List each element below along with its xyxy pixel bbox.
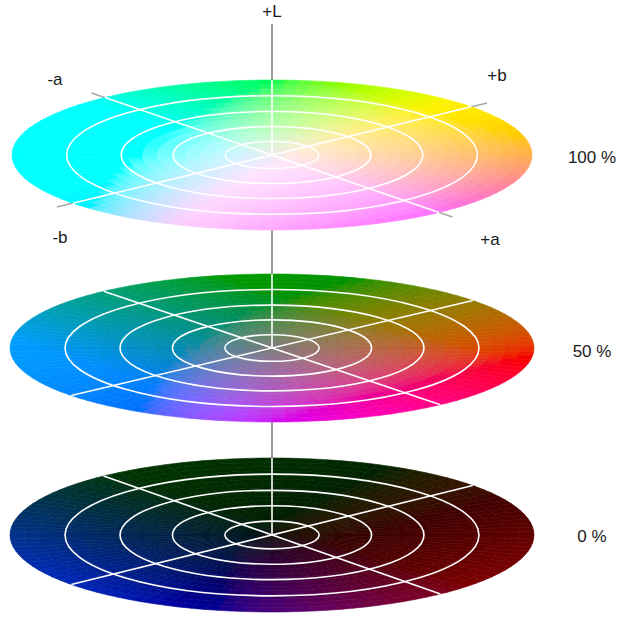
color-cell	[282, 590, 293, 595]
color-cell	[266, 501, 272, 505]
color-cell	[272, 565, 278, 569]
color-cell	[311, 606, 327, 611]
color-cell	[54, 538, 69, 542]
color-cell	[505, 535, 520, 539]
color-cell	[272, 586, 282, 590]
color-cell	[25, 535, 40, 539]
lightness-disc	[10, 458, 534, 612]
color-cell	[141, 535, 156, 537]
color-cell	[262, 479, 272, 483]
color-cell	[272, 608, 286, 612]
color-cell	[290, 586, 301, 591]
color-cell	[283, 599, 296, 604]
color-cell	[251, 475, 262, 480]
color-cell	[218, 459, 234, 464]
color-cell	[246, 603, 260, 608]
color-cell	[262, 586, 272, 590]
color-cell	[54, 532, 69, 535]
color-cell	[39, 538, 54, 542]
color-cell	[10, 535, 25, 539]
color-cell	[242, 480, 253, 485]
color-cell	[265, 497, 272, 501]
color-cell	[298, 607, 313, 612]
color-cell	[54, 535, 69, 538]
color-cell	[260, 599, 272, 603]
color-cell	[236, 467, 250, 472]
color-cell	[281, 586, 292, 590]
color-cell	[69, 538, 84, 541]
color-cell	[284, 462, 298, 467]
color-cell	[258, 497, 266, 501]
color-cell	[272, 462, 285, 466]
color-cell	[264, 573, 272, 577]
color-cell	[258, 458, 272, 462]
color-cell	[265, 569, 272, 573]
color-cell	[263, 582, 272, 586]
color-cell	[248, 467, 261, 472]
color-cell	[490, 535, 505, 539]
color-cell	[39, 535, 54, 539]
color-cell	[97, 535, 112, 538]
color-cell	[279, 573, 287, 577]
color-cell	[278, 569, 286, 573]
color-cell	[68, 535, 83, 538]
color-cell	[272, 492, 280, 496]
color-cell	[298, 458, 313, 463]
color-cell	[254, 484, 264, 488]
color-cell	[272, 552, 276, 556]
color-cell	[272, 467, 284, 471]
color-cell	[277, 565, 284, 569]
color-cell	[272, 573, 280, 577]
color-cell	[261, 591, 272, 595]
color-cell	[240, 475, 252, 480]
color-cell	[258, 608, 272, 612]
color-cell	[295, 598, 309, 603]
color-cell	[261, 475, 272, 479]
color-cell	[285, 607, 299, 612]
color-cell	[282, 475, 293, 480]
color-cell	[257, 492, 265, 496]
color-cell	[476, 535, 491, 538]
color-cell	[272, 569, 279, 573]
color-cell	[263, 484, 272, 488]
color-cell	[272, 582, 281, 586]
color-cell	[252, 479, 263, 483]
color-cell	[280, 582, 290, 586]
color-cell	[126, 535, 141, 537]
color-cell	[10, 531, 25, 535]
color-cell	[272, 475, 283, 479]
color-cell	[25, 539, 41, 543]
color-cell	[272, 497, 279, 501]
color-cell	[231, 458, 246, 463]
color-cell	[272, 603, 285, 607]
color-cell	[245, 458, 259, 463]
color-cell	[264, 492, 272, 496]
color-cell	[246, 462, 260, 467]
color-cell	[283, 467, 296, 472]
color-cell	[231, 607, 246, 612]
color-cell	[272, 484, 281, 488]
color-cell	[519, 535, 534, 539]
color-cell	[260, 467, 272, 471]
color-cell	[272, 556, 277, 560]
color-cell	[272, 591, 283, 595]
color-cell	[245, 607, 259, 612]
color-cell	[284, 603, 298, 608]
color-cell	[260, 501, 267, 505]
color-cell	[272, 599, 284, 603]
color-cell	[292, 590, 304, 595]
color-cell	[25, 531, 40, 535]
color-cell	[259, 462, 272, 466]
color-cell	[39, 531, 54, 535]
color-cell	[272, 479, 282, 483]
color-cell	[285, 458, 299, 463]
color-cell	[251, 590, 262, 595]
color-cell	[83, 535, 98, 538]
color-cell	[10, 539, 26, 543]
color-cell	[259, 603, 272, 607]
color-cell	[248, 599, 261, 604]
color-cell	[272, 458, 286, 462]
